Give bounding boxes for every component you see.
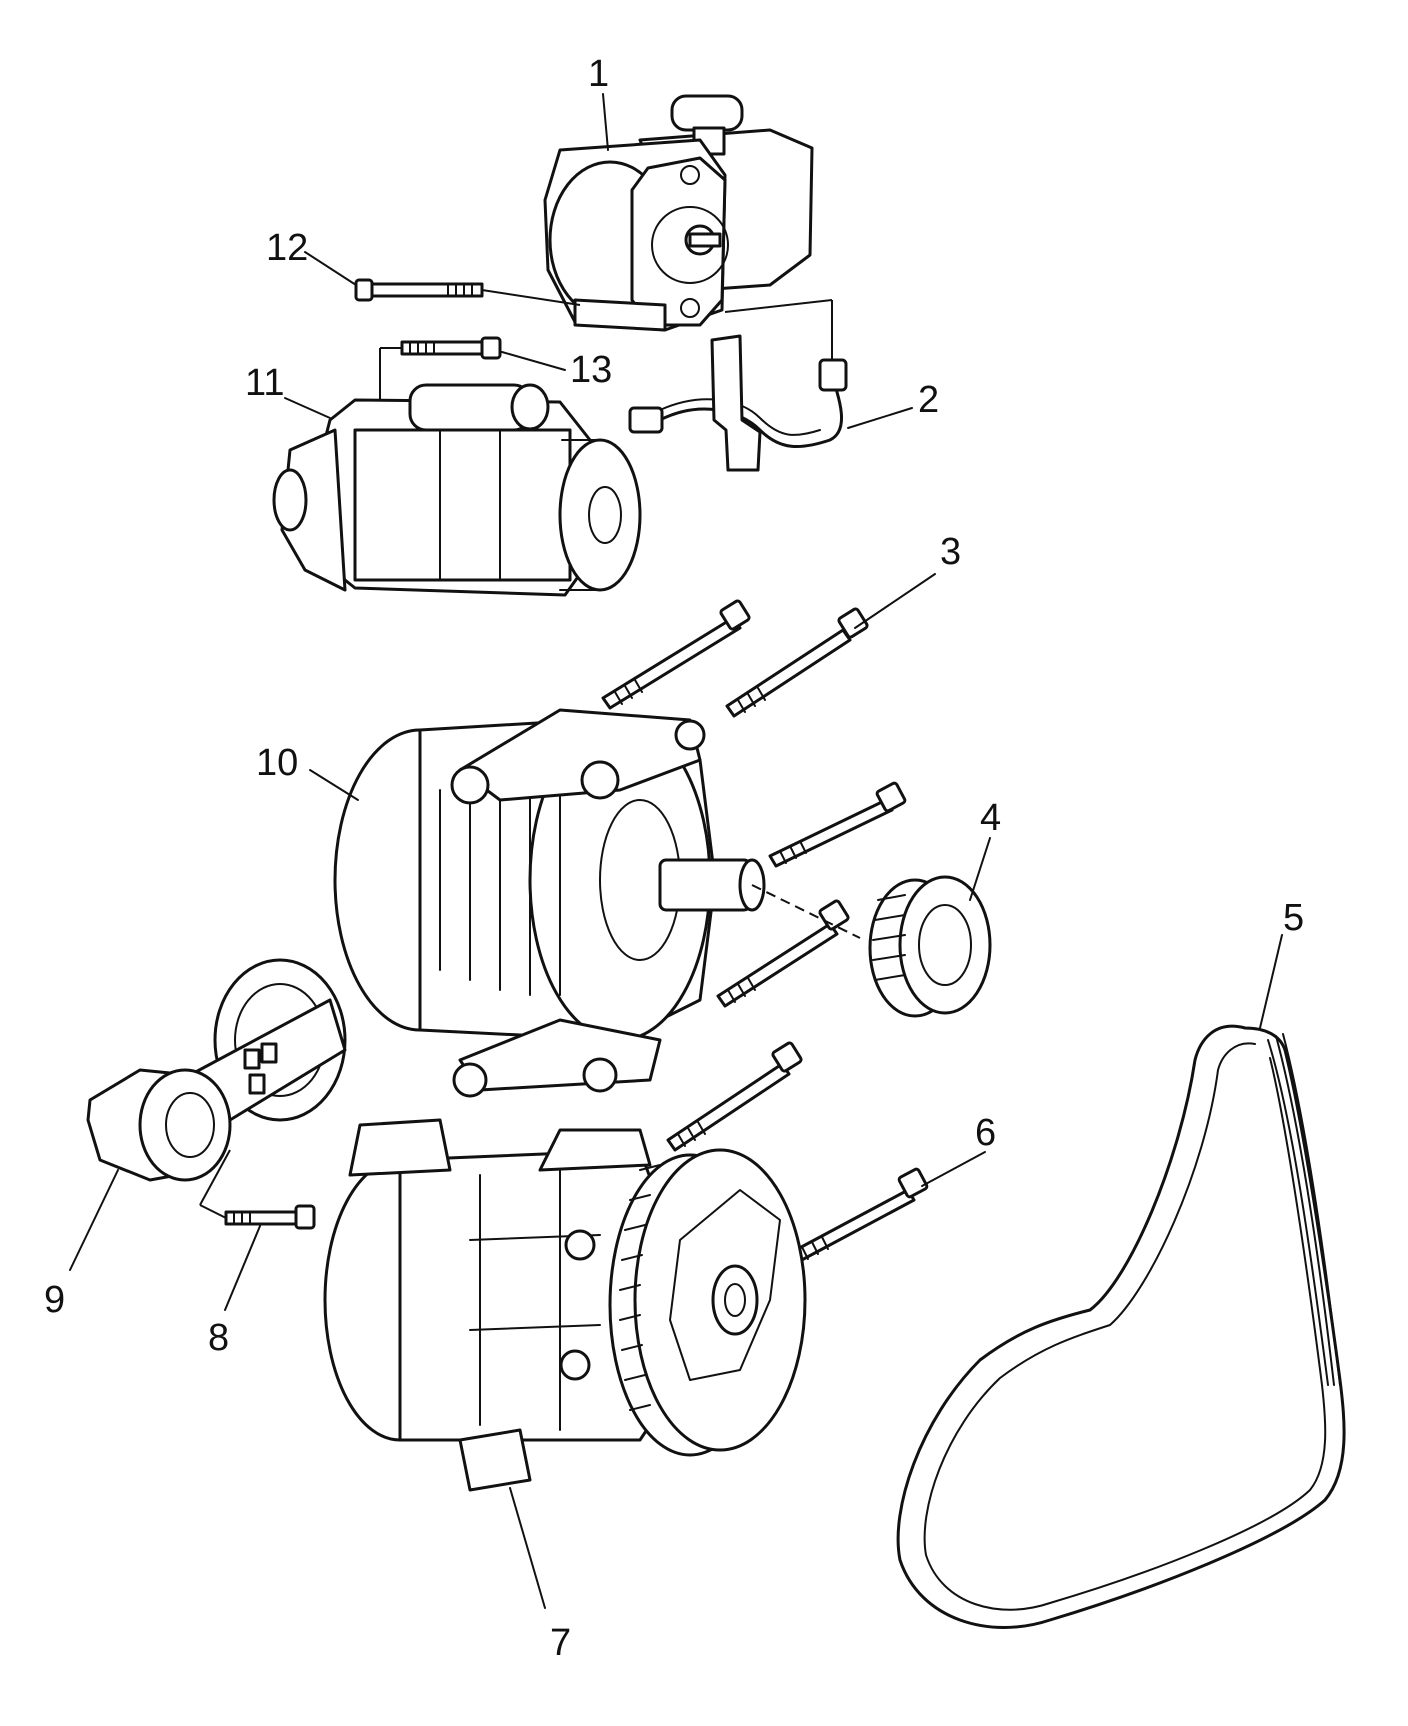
- callout-8: 8: [208, 1317, 229, 1359]
- callout-2: 2: [918, 379, 939, 421]
- pump-mounting-bolt: [354, 278, 581, 306]
- callout-11: 11: [245, 362, 284, 404]
- callout-3: 3: [940, 531, 961, 573]
- callout-1: 1: [588, 53, 609, 95]
- callout-10: 10: [256, 742, 298, 784]
- callout-labels: 1 2 3 4 5 6 7 8 9 10 11 12 13: [44, 53, 1304, 1664]
- callout-13: 13: [570, 349, 612, 391]
- generator: [333, 708, 766, 1098]
- ac-compressor: [323, 1118, 807, 1492]
- callout-7: 7: [550, 1622, 571, 1664]
- drive-belt: [896, 1024, 1346, 1629]
- power-steering-pump: [543, 94, 814, 332]
- callout-9: 9: [44, 1279, 65, 1321]
- callout-4: 4: [980, 797, 1001, 839]
- generator-pulley: [751, 875, 992, 1018]
- callout-12: 12: [266, 227, 308, 269]
- callout-5: 5: [1283, 897, 1304, 939]
- compressor-bolts: [666, 1041, 929, 1264]
- tensioner-bolt: [199, 1204, 316, 1230]
- pressure-hose: [628, 299, 848, 472]
- belt-tensioner: [86, 958, 347, 1206]
- callout-6: 6: [975, 1112, 996, 1154]
- starter-motor: [272, 383, 642, 597]
- leader-lines: [69, 93, 1283, 1609]
- generator-bolts: [601, 599, 907, 1008]
